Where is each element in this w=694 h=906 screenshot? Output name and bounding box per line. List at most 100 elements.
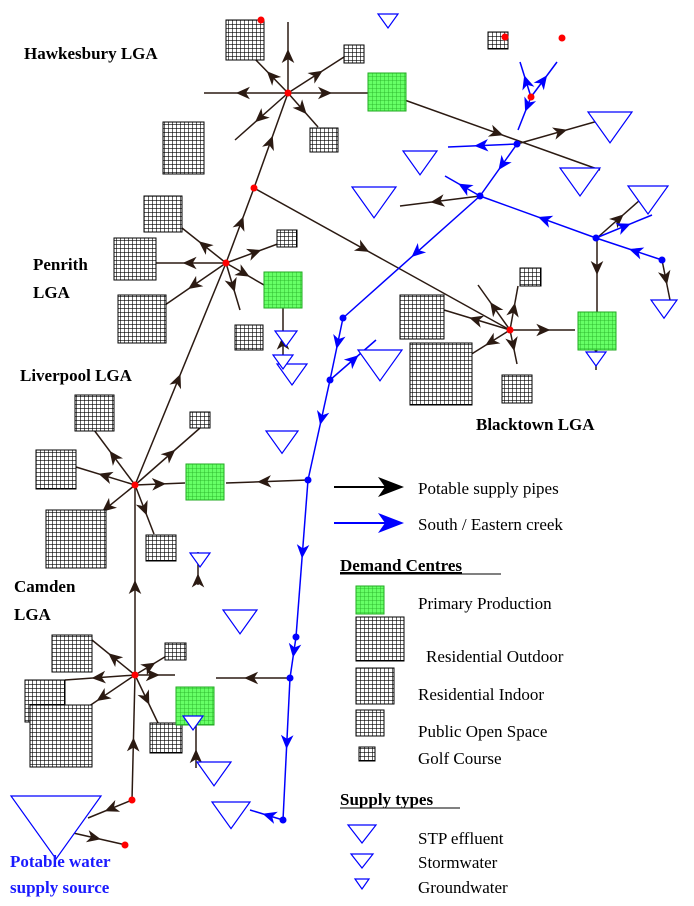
pipe-segment xyxy=(384,92,601,171)
flow-arrow-icon xyxy=(469,315,485,328)
flow-arrow-icon xyxy=(524,96,537,112)
flow-arrow-icon xyxy=(533,75,548,91)
supply-types-title: Supply types xyxy=(340,790,433,809)
junction-node-blue xyxy=(292,633,300,641)
junction-node-blue xyxy=(279,816,287,824)
camden-label-line2: LGA xyxy=(14,605,52,624)
junction-node-blue xyxy=(592,234,600,242)
flow-arrow-icon xyxy=(505,336,518,352)
blacktown-label: Blacktown LGA xyxy=(476,415,595,434)
flow-arrow-icon xyxy=(244,671,259,685)
flow-arrow-icon xyxy=(137,689,150,705)
demand-centre-grid-icon xyxy=(74,394,115,432)
flow-arrow-icon xyxy=(188,275,204,289)
demand-centre-grid-icon xyxy=(143,195,183,233)
public-open-space-label: Public Open Space xyxy=(418,722,547,741)
demand-centre-grid-icon xyxy=(149,722,183,754)
supply-triangle-icon xyxy=(584,351,608,368)
pipe-segment xyxy=(134,427,201,486)
pipe-segment xyxy=(307,379,331,481)
flow-arrow-icon xyxy=(109,450,123,466)
flow-arrow-icon xyxy=(458,183,474,196)
supply-triangle-icon xyxy=(9,795,103,861)
supply-triangle-icon xyxy=(626,185,670,216)
golf-course-swatch-icon xyxy=(358,746,376,762)
junction-node-blue xyxy=(476,192,484,200)
flow-arrow-icon xyxy=(317,410,330,425)
demand-centre-grid-icon xyxy=(309,127,339,153)
primary-production-swatch-icon xyxy=(355,585,385,615)
liverpool-label: Liverpool LGA xyxy=(20,366,133,385)
residential-indoor-label: Residential Indoor xyxy=(418,685,544,704)
demand-centre-grid-icon xyxy=(234,324,264,351)
flow-arrow-icon xyxy=(232,216,245,232)
junction-node-red xyxy=(284,89,292,97)
source-label-line2: supply source xyxy=(10,878,110,897)
demand-centre-grid-icon xyxy=(162,121,205,175)
stp-effluent-label: STP effluent xyxy=(418,829,504,848)
junction-node-red xyxy=(222,259,230,267)
flow-arrow-icon xyxy=(280,734,294,749)
legend-potable-arrow-icon xyxy=(378,477,404,497)
penrith-label-line1: Penrith xyxy=(33,255,88,274)
flow-arrow-icon xyxy=(104,800,121,812)
flow-arrow-icon xyxy=(198,241,214,255)
flow-arrow-icon xyxy=(224,276,237,293)
penrith-label-line2: LGA xyxy=(33,283,71,302)
junction-node-red xyxy=(506,326,514,334)
junction-node-blue xyxy=(339,314,347,322)
demand-centre-grid-icon xyxy=(29,704,93,768)
flow-arrow-icon xyxy=(145,668,160,682)
flow-arrow-icon xyxy=(538,215,554,228)
supply-triangle-icon xyxy=(350,186,398,219)
flow-arrow-icon xyxy=(522,75,535,91)
residential-outdoor-label: Residential Outdoor xyxy=(426,647,564,666)
flow-arrow-icon xyxy=(85,830,101,843)
pipe-segment xyxy=(517,96,532,131)
flow-arrow-icon xyxy=(262,135,274,152)
flow-arrow-icon xyxy=(281,49,295,63)
demand-centre-grid-icon xyxy=(117,294,167,344)
junction-node-blue xyxy=(304,476,312,484)
flow-arrow-icon xyxy=(235,86,250,100)
supply-triangle-icon xyxy=(558,167,602,198)
supply-triangle-icon xyxy=(649,299,679,320)
primary-production-grid-icon xyxy=(577,311,617,351)
flow-arrow-icon xyxy=(430,194,446,207)
demand-centre-grid-icon xyxy=(409,342,473,406)
flow-arrow-icon xyxy=(108,653,124,667)
demand-centre-grid-icon xyxy=(519,267,542,287)
supply-triangle-icon xyxy=(376,13,400,30)
flow-arrow-icon xyxy=(126,737,140,752)
flow-arrow-icon xyxy=(658,269,671,285)
stormwater-triangle-icon xyxy=(349,853,375,869)
flow-arrow-icon xyxy=(160,449,176,464)
stormwater-label: Stormwater xyxy=(418,853,498,872)
flow-arrow-icon xyxy=(333,334,346,349)
legend: Potable supply pipes South / Eastern cre… xyxy=(334,477,564,897)
junction-node-red xyxy=(250,184,258,192)
creek-network xyxy=(249,61,663,824)
pipe-segment xyxy=(253,187,511,331)
junction-node-red xyxy=(527,93,535,101)
flow-arrow-icon xyxy=(498,154,512,170)
demand-centre-grid-icon xyxy=(145,534,177,562)
demand-centre-grid-icon xyxy=(189,411,211,429)
golf-course-label: Golf Course xyxy=(418,749,502,768)
flow-arrow-icon xyxy=(590,261,604,275)
flow-arrow-icon xyxy=(255,108,270,123)
flow-arrow-icon xyxy=(474,139,489,152)
flow-arrow-icon xyxy=(318,86,332,100)
flow-arrow-icon xyxy=(609,214,624,229)
hawkesbury-label: Hawkesbury LGA xyxy=(24,44,158,63)
demand-centre-grid-icon xyxy=(276,229,298,248)
supply-sources xyxy=(9,13,679,861)
junction-node-blue xyxy=(326,376,334,384)
junction-node-red xyxy=(131,481,139,489)
demand-centres-title: Demand Centres xyxy=(340,556,462,575)
primary-production-grid-icon xyxy=(263,271,303,309)
supply-triangle-icon xyxy=(271,354,295,371)
residential-indoor-swatch-icon xyxy=(355,667,395,705)
junction-node-red xyxy=(128,796,136,804)
